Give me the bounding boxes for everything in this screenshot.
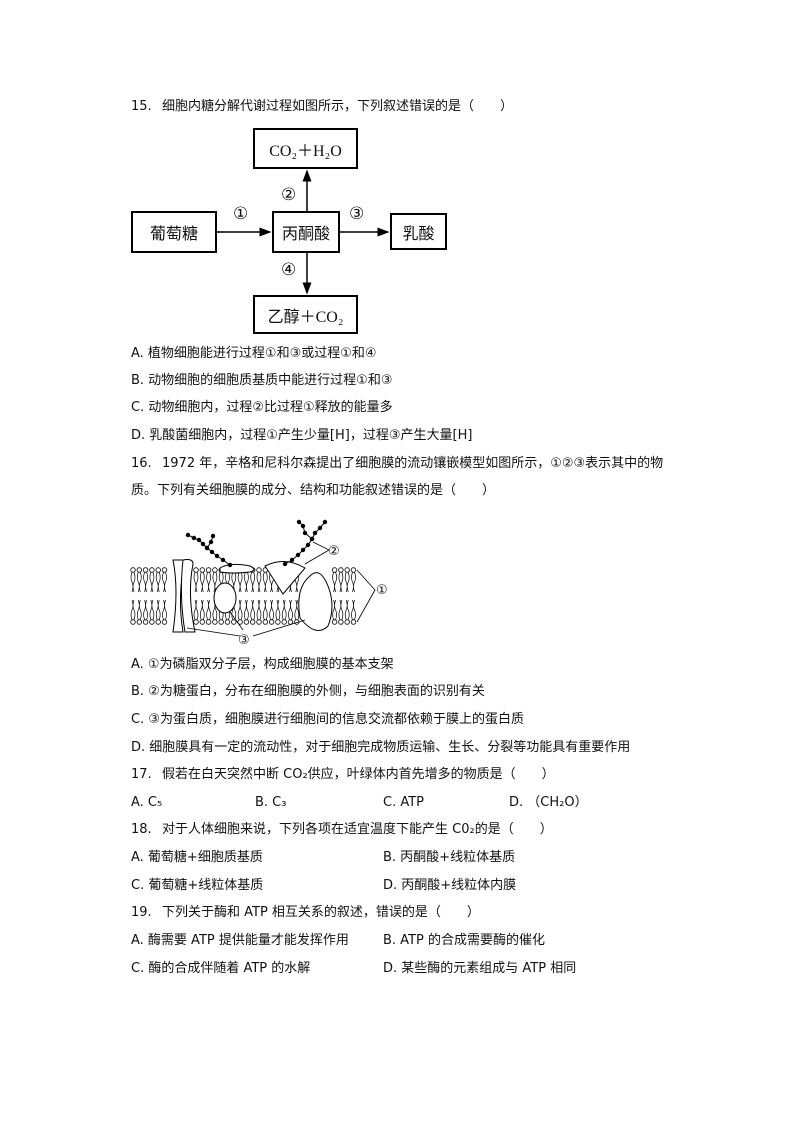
- process-1-label: ①: [233, 204, 249, 224]
- q18-option-d: D. 丙酮酸+线粒体内膜: [383, 878, 517, 893]
- q16-option-d: D. 细胞膜具有一定的流动性，对于细胞完成物质运输、生长、分裂等功能具有重要作用: [131, 740, 631, 755]
- box-co2-h2o: CO₂＋H₂O: [253, 128, 358, 169]
- q15-option-b: B. 动物细胞的细胞质基质中能进行过程①和③: [131, 373, 393, 388]
- q16-option-a: A. ①为磷脂双分子层，构成细胞膜的基本支架: [131, 657, 394, 672]
- process-3-label: ③: [349, 204, 365, 224]
- q16-stem-2: 质。下列有关细胞膜的成分、结构和功能叙述错误的是（ ）: [131, 483, 496, 498]
- q17-option-c: C. ATP: [383, 795, 425, 810]
- box-glucose: 葡萄糖: [131, 211, 217, 253]
- q18-text: 对于人体细胞来说，下列各项在适宜温度下能产生 C0₂的是（ ）: [162, 822, 553, 837]
- q15-option-d: D. 乳酸菌细胞内，过程①产生少量[H]，过程③产生大量[H]: [131, 428, 473, 443]
- box-lactic-acid: 乳酸: [390, 213, 447, 250]
- q19-option-b: B. ATP 的合成需要酶的催化: [383, 933, 545, 948]
- q18-option-b: B. 丙酮酸+线粒体基质: [383, 850, 516, 865]
- q18-stem: 18. 对于人体细胞来说，下列各项在适宜温度下能产生 C0₂的是（ ）: [131, 822, 553, 838]
- q15-arrows: [217, 169, 390, 295]
- process-4-label: ④: [281, 260, 297, 280]
- q17-option-a: A. C₅: [131, 795, 163, 810]
- q19-stem: 19. 下列关于酶和 ATP 相互关系的叙述，错误的是（ ）: [131, 905, 480, 921]
- membrane-svg: [130, 519, 376, 637]
- q19-option-c: C. 酶的合成伴随着 ATP 的水解: [131, 961, 311, 976]
- q19-option-a: A. 酶需要 ATP 提供能量才能发挥作用: [131, 933, 349, 948]
- q18-option-a: A. 葡萄糖+细胞质基质: [131, 850, 263, 865]
- q19-text: 下列关于酶和 ATP 相互关系的叙述，错误的是（ ）: [162, 905, 480, 920]
- q16-number: 16.: [131, 456, 152, 471]
- q17-option-d: D. （CH₂O）: [509, 795, 588, 810]
- q16-option-c: C. ③为蛋白质，细胞膜进行细胞间的信息交流都依赖于膜上的蛋白质: [131, 712, 524, 727]
- label-1: ①: [376, 583, 388, 598]
- q19-option-d: D. 某些酶的元素组成与 ATP 相同: [383, 961, 577, 976]
- q17-option-b: B. C₃: [255, 795, 287, 810]
- q17-number: 17.: [131, 767, 152, 782]
- label-3: ③: [238, 633, 250, 648]
- q16-stem: 16. 1972 年，辛格和尼科尔森提出了细胞膜的流动镶嵌模型如图所示，①②③表示…: [131, 456, 663, 472]
- q15-text: 细胞内糖分解代谢过程如图所示，下列叙述错误的是（ ）: [162, 99, 514, 114]
- box-ethanol-co2: 乙醇＋CO₂: [253, 295, 358, 334]
- q17-stem: 17. 假若在白天突然中断 CO₂供应，叶绿体内首先增多的物质是（ ）: [131, 767, 555, 783]
- q18-option-c: C. 葡萄糖+线粒体基质: [131, 878, 264, 893]
- process-2-label: ②: [281, 185, 297, 205]
- q18-number: 18.: [131, 822, 152, 837]
- label-2: ②: [328, 544, 340, 559]
- q15-option-c: C. 动物细胞内，过程②比过程①释放的能量多: [131, 400, 393, 415]
- box-pyruvate: 丙酮酸: [272, 211, 340, 253]
- q16-option-b: B. ②为糖蛋白，分布在细胞膜的外侧，与细胞表面的识别有关: [131, 684, 485, 699]
- q15-stem: 15. 细胞内糖分解代谢过程如图所示，下列叙述错误的是（ ）: [131, 99, 513, 115]
- q19-number: 19.: [131, 905, 152, 920]
- q16-text-1: 1972 年，辛格和尼科尔森提出了细胞膜的流动镶嵌模型如图所示，①②③表示其中的…: [162, 456, 664, 471]
- q17-text: 假若在白天突然中断 CO₂供应，叶绿体内首先增多的物质是（ ）: [162, 767, 555, 782]
- q15-option-a: A. 植物细胞能进行过程①和③或过程①和④: [131, 346, 377, 361]
- q15-number: 15.: [131, 99, 152, 114]
